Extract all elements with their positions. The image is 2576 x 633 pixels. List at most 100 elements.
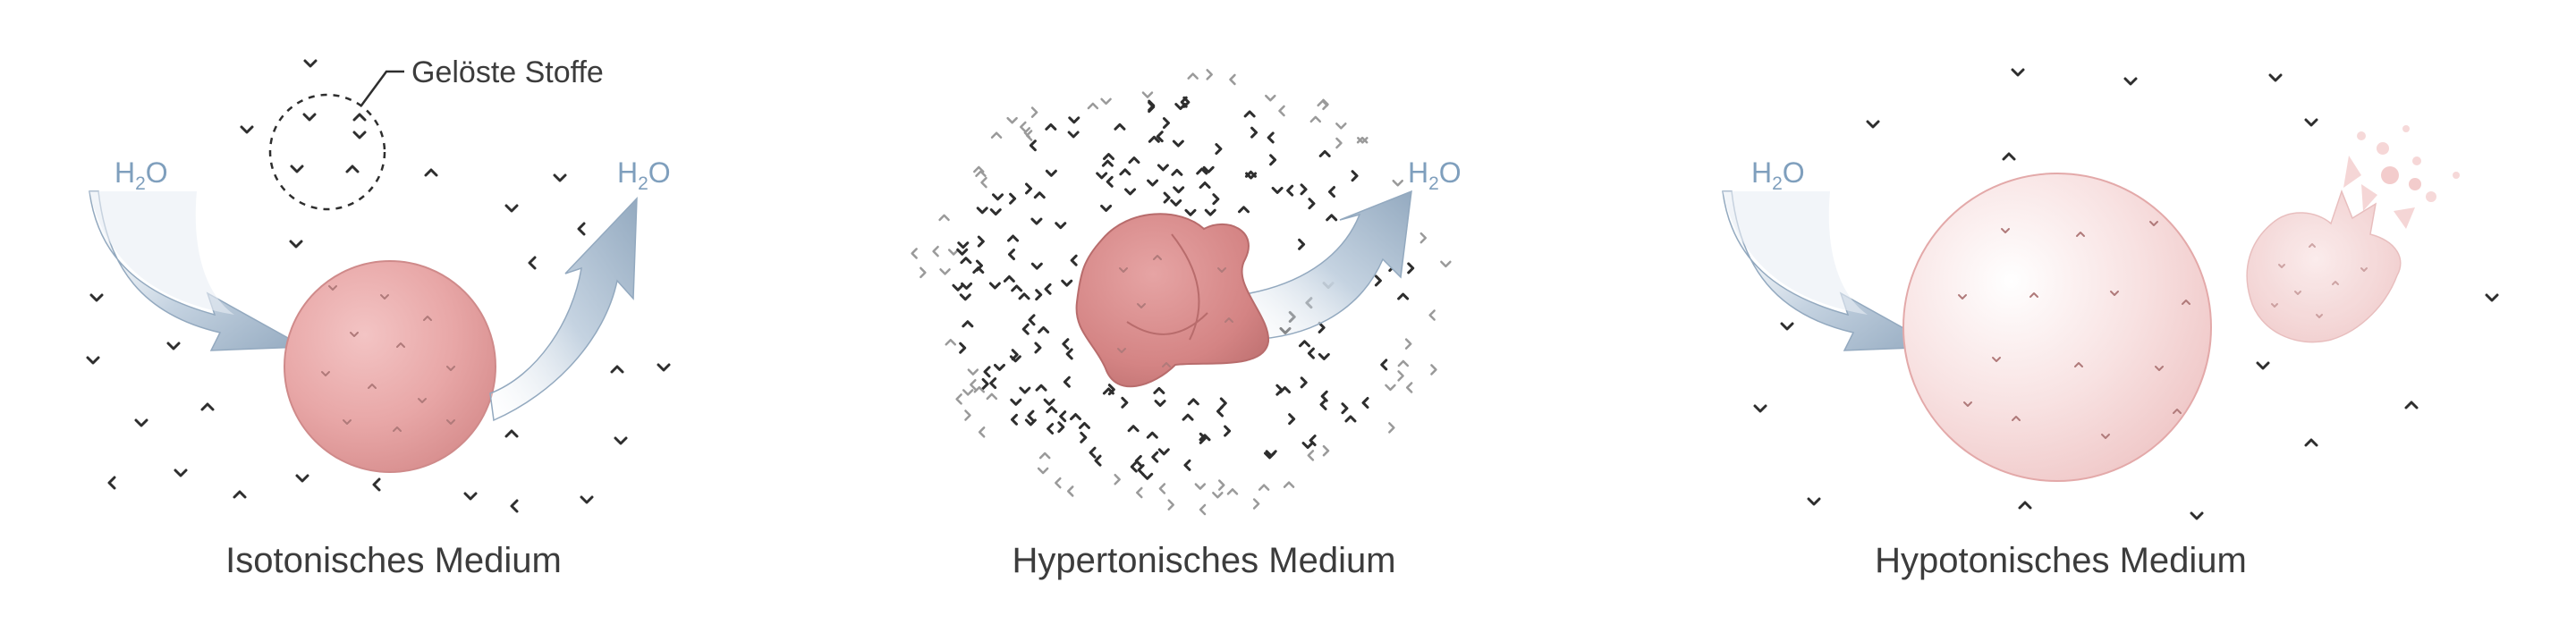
solute-molecule (1194, 483, 1207, 490)
solute-molecule (989, 377, 997, 390)
solute-molecule (1404, 338, 1412, 350)
solute-molecule (1080, 431, 1088, 443)
solute-molecule (1300, 376, 1308, 389)
solute-molecule (1025, 182, 1033, 195)
solute-molecule (1430, 364, 1437, 376)
solute-molecule (1308, 198, 1316, 210)
solute-molecule (1307, 347, 1315, 359)
solute-molecule (1043, 398, 1055, 406)
solute-molecule (1397, 292, 1410, 300)
solute-molecule (939, 268, 951, 275)
water-label-out: H2O (617, 156, 671, 194)
solute-molecule (1199, 503, 1207, 516)
solute-molecule (1388, 422, 1395, 434)
solute-molecule (1182, 413, 1194, 421)
solute-molecule (1157, 448, 1170, 456)
solute-molecule (1089, 446, 1097, 459)
cell-isotonic-marks (321, 285, 455, 432)
solute-molecule (1318, 352, 1330, 360)
solute-molecule (1035, 384, 1047, 392)
solute-molecule (986, 392, 998, 401)
solute-molecule (1009, 192, 1017, 205)
solute-molecules-hypertonic (911, 69, 1452, 516)
solute-molecule (1024, 418, 1037, 426)
solute-molecule (1196, 167, 1208, 175)
solute-molecule (964, 409, 971, 421)
solute-molecule (1068, 116, 1080, 124)
solute-molecule (1215, 143, 1223, 156)
solute-molecule (1010, 413, 1018, 426)
cell-hypertonic (1075, 213, 1270, 388)
solute-molecule (1206, 69, 1213, 80)
solute-molecule (947, 249, 960, 256)
solute-molecule (1029, 139, 1037, 152)
panel-isotonic: Gelöste Stoffe H2O H2O Isotonisches Medi… (86, 55, 671, 580)
solute-molecule (1136, 486, 1143, 499)
solute-molecule (1114, 473, 1121, 485)
cell-isotonic (284, 260, 496, 473)
solute-molecule (1243, 110, 1256, 118)
solute-molecule (1374, 274, 1382, 287)
solute-molecule (1148, 135, 1160, 143)
solute-molecule (1217, 479, 1225, 491)
solute-molecule (1326, 214, 1338, 222)
solute-molecule (1096, 172, 1108, 180)
solute-molecule (1007, 249, 1015, 261)
solute-molecule (1322, 98, 1329, 111)
solute-molecule (1173, 186, 1185, 194)
solute-molecule (981, 377, 989, 390)
solute-molecule (970, 379, 977, 391)
solute-molecule (1061, 279, 1073, 287)
solute-molecule (1244, 170, 1257, 178)
solute-molecule (1067, 485, 1074, 497)
cell-hypertonic-marks (1117, 255, 1233, 367)
solute-molecule (1011, 349, 1019, 361)
solute-molecule (978, 426, 986, 438)
solute-molecule (1440, 260, 1452, 268)
solute-molecule (1147, 179, 1159, 187)
cell-hypotonic (1902, 173, 2212, 482)
solute-molecule (1328, 186, 1335, 198)
solute-molecule (1055, 477, 1062, 489)
solute-molecule (1023, 127, 1031, 139)
solute-molecule (1271, 186, 1284, 194)
solute-molecule (1335, 122, 1347, 130)
solute-molecule (1356, 136, 1368, 144)
solute-molecule (1141, 472, 1154, 480)
solute-molecule (1130, 460, 1138, 473)
solute-molecule (1121, 396, 1129, 409)
solute-molecule (1212, 193, 1220, 206)
solute-molecule (1199, 432, 1207, 444)
solute-molecule (990, 131, 1003, 139)
solute-molecule (1070, 254, 1078, 266)
solute-molecule (1300, 183, 1308, 196)
solute-molecule (962, 389, 974, 396)
solute-molecule (1319, 398, 1327, 410)
solute-molecule (1385, 384, 1396, 392)
solute-molecule (952, 283, 964, 291)
solute-molecule (1062, 338, 1070, 350)
solute-molecule (1301, 442, 1314, 450)
solute-molecule (961, 282, 973, 290)
solute-molecule (1094, 454, 1102, 467)
solute-molecule (977, 235, 985, 248)
solute-molecule (1298, 238, 1306, 250)
solute-molecule (1252, 498, 1260, 510)
solute-molecule (1107, 384, 1115, 396)
solute-molecule (1030, 106, 1038, 118)
solute-molecule (1183, 459, 1191, 471)
solute-molecule (1309, 115, 1322, 123)
solute-molecule (1102, 153, 1114, 161)
solutes-callout-leader (360, 70, 404, 106)
solute-molecule (1187, 72, 1199, 80)
solute-molecules-hypotonic (1753, 68, 2499, 520)
solute-molecule (1278, 105, 1285, 117)
solute-molecule (1067, 131, 1080, 139)
solute-molecule (1318, 149, 1331, 157)
water-label-out-hypertonic: H2O (1408, 156, 1462, 194)
solute-molecule (1298, 340, 1310, 348)
solute-molecule (1184, 208, 1197, 216)
solute-molecule (1344, 415, 1357, 423)
solutes-callout-circle (268, 93, 386, 211)
solute-molecule (1059, 410, 1067, 423)
